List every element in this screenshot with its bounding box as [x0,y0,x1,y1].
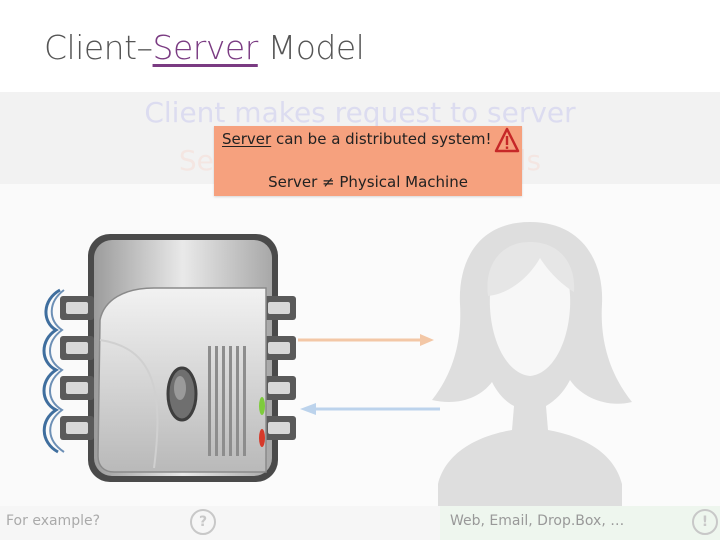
slide-title: Client–Server Model [44,28,365,67]
title-prefix: Client– [44,28,153,67]
server-machine-icon [42,234,296,482]
title-suffix: Model [257,28,365,67]
callout-line-2: Server ≠ Physical Machine [268,173,468,191]
warning-triangle-icon [494,127,520,153]
exclamation-circle-icon[interactable]: ! [692,509,718,535]
faded-bullet-request: Client makes request to server [144,96,576,129]
callout-line-1: Server can be a distributed system! [222,130,492,148]
distributed-system-callout: Server can be a distributed system! Serv… [214,126,522,196]
callout-line-1-rest: can be a distributed system! [271,130,492,148]
answer-text: Web, Email, Drop.Box, … [450,513,625,529]
response-arrow [300,403,440,415]
callout-server-word: Server [222,130,272,148]
question-text: For example? [6,513,101,529]
request-arrow [298,334,434,346]
footer-bar: For example? ? Web, Email, Drop.Box, … ! [0,506,720,540]
title-highlight: Server [152,28,259,67]
answer-area: Web, Email, Drop.Box, … [440,506,720,540]
client-person-icon [432,222,632,510]
question-circle-icon[interactable]: ? [190,509,216,535]
